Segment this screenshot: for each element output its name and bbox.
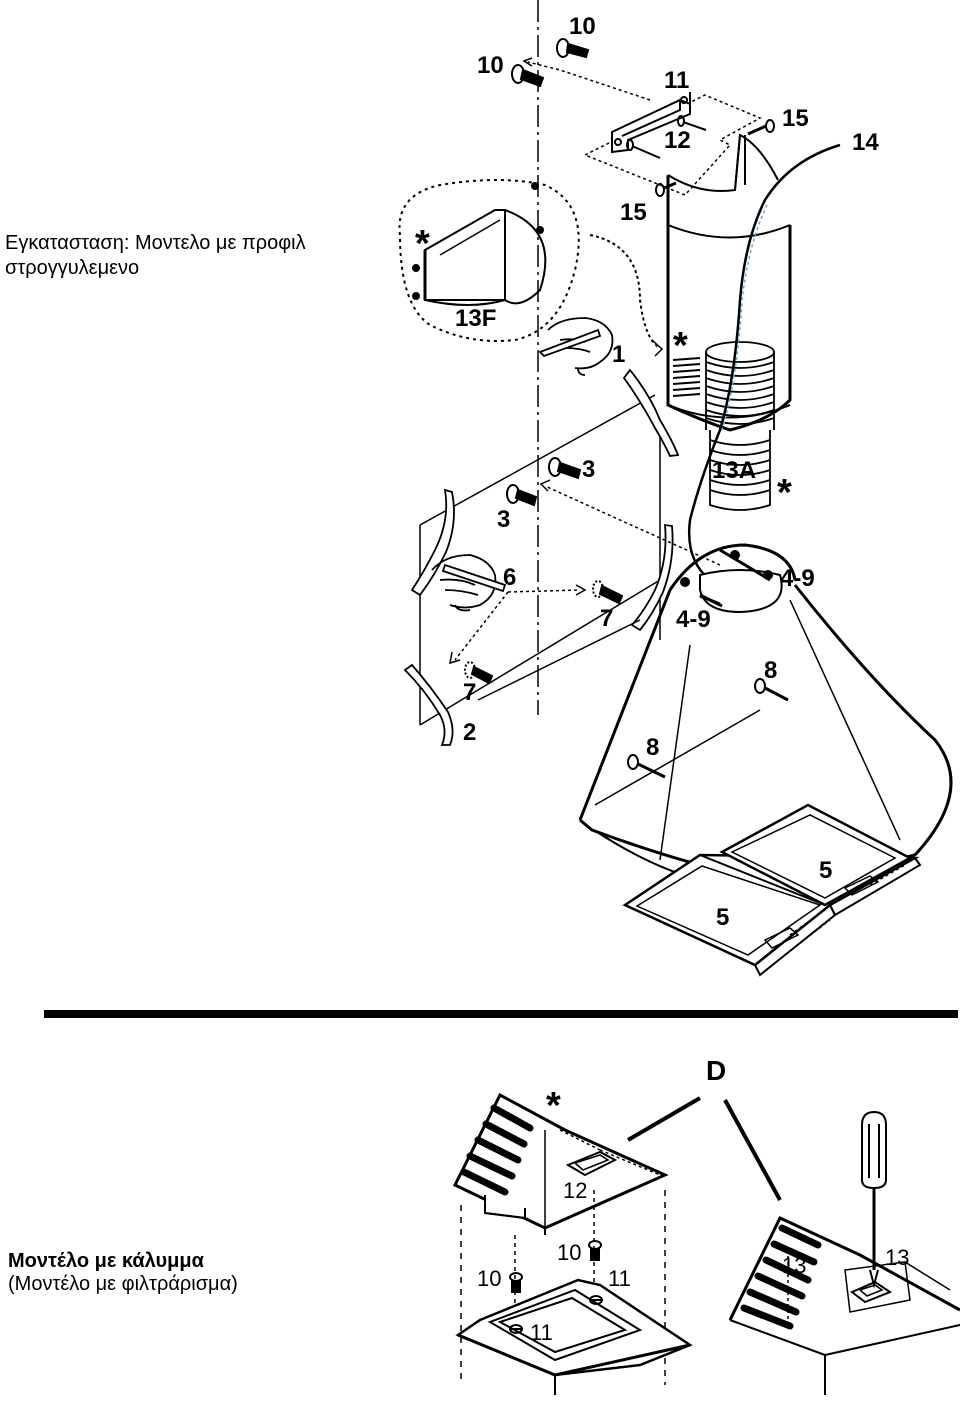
screw-b10-left [509, 1272, 523, 1293]
hand-pencil-1 [538, 317, 614, 376]
label-b11-right: 11 [608, 1266, 631, 1291]
arrow-mark-6-down [454, 591, 509, 661]
label-6: 6 [503, 564, 516, 591]
label-b11-left: 11 [530, 1320, 553, 1345]
hand-pencil-6 [431, 554, 507, 612]
screw-b11-right [589, 1295, 603, 1305]
label-15-right: 15 [782, 105, 809, 132]
label-3-right: 3 [582, 456, 595, 483]
label-14: 14 [852, 129, 879, 156]
screw-8-right [754, 678, 789, 702]
upper-labels: 10 10 11 12 15 14 15 13F 1 3 3 13A 6 7 4… [415, 13, 879, 931]
upper-chimney [666, 133, 792, 432]
label-8-left: 8 [646, 734, 659, 761]
label-b10-right: 10 [557, 1240, 581, 1265]
label-12: 12 [664, 127, 691, 154]
wall-sheet [419, 394, 661, 726]
star-13F: * [415, 223, 430, 265]
screw-10-left [511, 64, 545, 88]
label-5-right: 5 [819, 857, 832, 884]
support-line-7 [477, 619, 641, 701]
label-7-left: 7 [463, 679, 476, 706]
vent-grille [672, 357, 701, 397]
screw-15-left [655, 181, 677, 197]
label-15-left: 15 [620, 199, 647, 226]
upper-assembly [398, 0, 953, 977]
arrow-mark-6-right [507, 589, 581, 593]
screw-15-right [747, 119, 775, 136]
torn-strip-right [630, 523, 674, 632]
bracket-11 [611, 92, 691, 154]
power-cable-14 [688, 143, 841, 581]
label-11: 11 [664, 67, 689, 94]
d-pointer-left [626, 1096, 702, 1142]
star-cover: * [546, 1085, 561, 1127]
arrow-screw-3 [544, 485, 721, 566]
d-pointer-right [723, 1099, 782, 1201]
label-7-right: 7 [600, 605, 613, 632]
label-10-left: 10 [477, 52, 504, 79]
screw-7-left [464, 661, 494, 685]
label-4-9-right: 4-9 [780, 565, 815, 592]
label-5-left: 5 [716, 904, 729, 931]
screw-b10-right [588, 1240, 602, 1261]
screw-8-left [627, 754, 666, 779]
torn-strip-top [622, 368, 680, 457]
grease-filters-5 [622, 803, 922, 977]
star-13A: * [777, 472, 792, 514]
install-caption-line2: στρογγυλεμενο [5, 257, 140, 279]
detail-slots [740, 1224, 822, 1330]
label-13F: 13F [455, 305, 496, 332]
label-10-top: 10 [569, 13, 596, 40]
screwdriver-icon [861, 1110, 887, 1289]
screw-3-right [548, 457, 582, 480]
outlet-blob-13F [398, 179, 664, 357]
lower-labels: D * 12 10 10 11 11 13 13 [477, 1055, 909, 1345]
label-8-right: 8 [764, 657, 777, 684]
label-b13-right: 13 [885, 1245, 909, 1270]
cover-slots [460, 1104, 534, 1196]
label-2: 2 [463, 719, 476, 746]
install-caption-line1: Εγκατασταση: Μοντελο με προφιλ [5, 232, 306, 254]
model-cover-caption: Μοντέλο με κάλυμμα [8, 1250, 204, 1272]
screw-7-right [592, 580, 624, 605]
hood-body [578, 543, 953, 893]
screw-3-left [506, 484, 538, 507]
label-b13-left: 13 [782, 1253, 806, 1278]
label-3-left: 3 [497, 506, 510, 533]
label-b12: 12 [563, 1178, 587, 1203]
lower-section [452, 1092, 960, 1395]
arrow-screw-10 [527, 61, 651, 101]
flex-duct-13A [705, 341, 775, 511]
star-chimney: * [673, 325, 688, 367]
label-b10-left: 10 [477, 1266, 501, 1291]
model-filter-caption: (Μοντέλο με φιλτράρισμα) [8, 1273, 238, 1295]
screw-b11-left [509, 1324, 523, 1334]
label-4-9-left: 4-9 [676, 606, 711, 633]
screw-10-top [556, 38, 590, 59]
label-13A: 13A [712, 457, 756, 484]
screw-12 [626, 139, 661, 159]
screw-11 [677, 115, 707, 131]
label-1: 1 [612, 341, 625, 368]
hood-detail-right [728, 1216, 960, 1395]
torn-strip-left [410, 488, 455, 597]
torn-strip-bottom-left [403, 663, 454, 746]
label-D: D [706, 1055, 726, 1086]
hood-top-plate [455, 1278, 693, 1395]
filter-cover-box [452, 1092, 669, 1235]
